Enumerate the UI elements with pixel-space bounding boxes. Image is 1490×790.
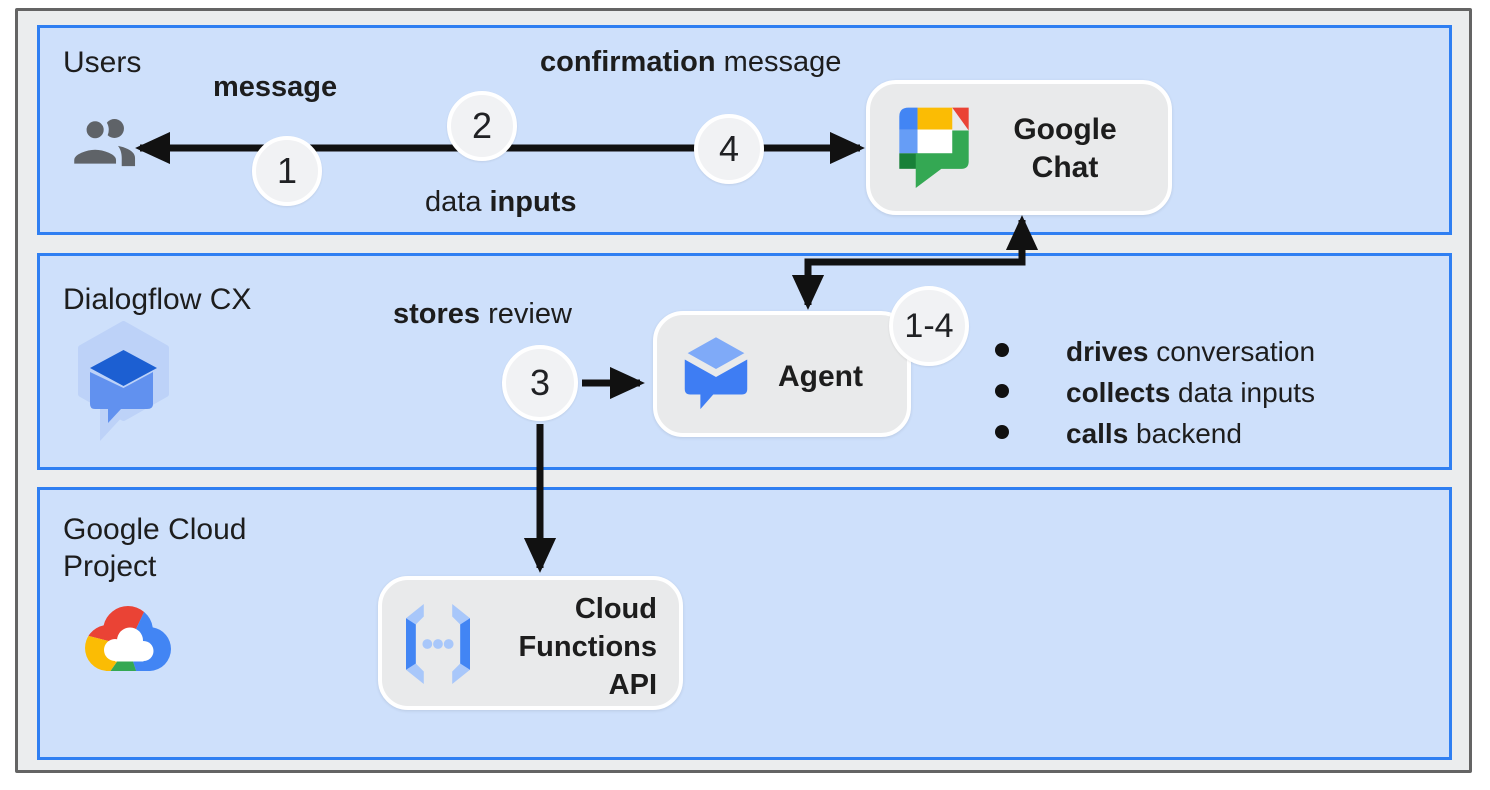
cloud-functions-card-label: Cloud Functions API xyxy=(480,590,657,704)
bullet-2-bold: collects xyxy=(1066,377,1171,408)
bullet-3-rest: backend xyxy=(1128,418,1242,449)
google-cloud-project-band xyxy=(37,487,1452,760)
confirmation-label-rest: message xyxy=(715,46,842,78)
users-band-label: Users xyxy=(63,46,142,79)
cloud-functions-icon xyxy=(406,604,470,684)
google-cloud-icon xyxy=(85,606,171,671)
dialogflow-agent-icon xyxy=(681,334,751,410)
google-cloud-band-label-line1: Google Cloud xyxy=(63,513,247,546)
google-cloud-band-label-line2: Project xyxy=(63,550,157,583)
agent-card-label: Agent xyxy=(778,360,863,393)
bullet-item-drives-conversation: drives conversation xyxy=(1066,336,1315,368)
step-circle-2: 2 xyxy=(447,91,517,161)
data-inputs-label: data inputs xyxy=(425,186,577,219)
bullet-item-collects-data-inputs: collects data inputs xyxy=(1066,377,1315,409)
bullet-2-rest: data inputs xyxy=(1170,377,1316,408)
dialogflow-band-label: Dialogflow CX xyxy=(63,283,252,316)
step-circle-4: 4 xyxy=(694,114,764,184)
users-group-icon xyxy=(69,116,136,169)
google-chat-icon xyxy=(899,107,969,188)
step-circle-1-4: 1-4 xyxy=(889,286,969,366)
google-chat-label-line2: Chat xyxy=(1031,151,1099,184)
step-circle-1: 1 xyxy=(252,136,322,206)
bullet-dot xyxy=(995,343,1009,357)
google-chat-card-label: Google Chat xyxy=(990,111,1140,187)
arrow-chat-agent-bend xyxy=(791,215,1039,310)
google-chat-label-line1: Google xyxy=(1013,113,1117,146)
dialogflow-cx-icon xyxy=(78,321,169,441)
cloud-functions-label-line2: Functions xyxy=(518,631,657,663)
cloud-functions-label-line1: Cloud xyxy=(574,593,657,625)
bullet-3-bold: calls xyxy=(1066,418,1129,449)
data-inputs-label-bold: inputs xyxy=(489,186,577,218)
bullet-item-calls-backend: calls backend xyxy=(1066,418,1242,450)
stores-review-label-rest: review xyxy=(480,298,572,330)
cloud-functions-label-line3: API xyxy=(608,669,657,701)
step-circle-3: 3 xyxy=(502,345,578,421)
stores-review-label-bold: stores xyxy=(393,298,481,330)
stores-review-label: stores review xyxy=(393,298,572,331)
bullet-1-rest: conversation xyxy=(1148,336,1316,367)
bullet-dot xyxy=(995,425,1009,439)
bullet-1-bold: drives xyxy=(1066,336,1149,367)
bullet-dot xyxy=(995,384,1009,398)
data-inputs-label-lead: data xyxy=(425,186,490,218)
confirmation-label-bold: confirmation xyxy=(540,46,716,78)
confirmation-message-label: confirmation message xyxy=(540,46,841,79)
message-label-bold: message xyxy=(213,71,338,103)
message-label: message xyxy=(213,71,337,104)
google-cloud-band-label: Google Cloud Project xyxy=(63,511,246,585)
